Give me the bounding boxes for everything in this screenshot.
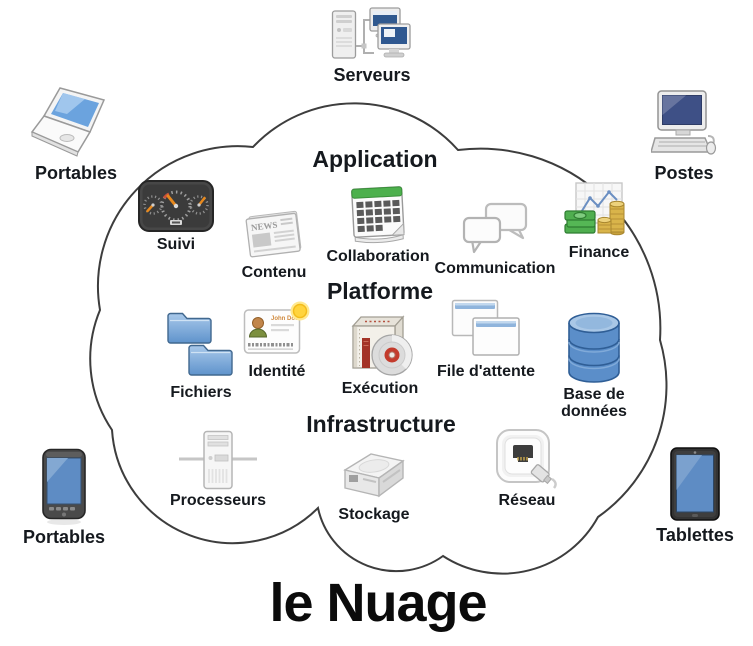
service-label: Finance	[568, 244, 630, 261]
smartphone-icon	[42, 448, 86, 525]
service-label: Stockage	[338, 506, 410, 523]
storage-drive-icon	[343, 453, 405, 498]
service-fichiers: Fichiers	[141, 310, 261, 401]
server-group-icon	[331, 7, 411, 59]
newspaper-icon: NEWS	[245, 210, 302, 258]
id-card-name-text: John Doe	[271, 316, 299, 322]
service-stockage: Stockage	[314, 448, 434, 523]
service-label: Processeurs	[169, 492, 267, 509]
blue-folders-icon	[167, 312, 233, 376]
chat-bubbles-icon	[462, 202, 528, 254]
service-file-attente: File d'attente	[426, 299, 546, 380]
service-processeurs: Processeurs	[158, 430, 278, 509]
layer-header-platform: Platforme	[326, 278, 434, 304]
tablet-icon	[670, 447, 720, 521]
laptop-icon	[30, 87, 106, 157]
service-execution: Exécution	[320, 314, 440, 397]
diagram-title: le Nuage	[269, 573, 487, 633]
service-contenu: NEWS Contenu	[214, 206, 334, 281]
service-collaboration: Collaboration	[318, 184, 438, 265]
device-label: Portables	[22, 527, 106, 547]
service-label: Suivi	[156, 236, 196, 253]
service-label: Base de données	[561, 386, 627, 421]
service-label: Exécution	[341, 380, 419, 397]
database-cylinder-icon	[568, 312, 620, 383]
service-label: File d'attente	[436, 363, 536, 380]
service-label: Réseau	[498, 492, 556, 509]
service-communication: Communication	[430, 202, 560, 277]
device-label: Postes	[654, 163, 714, 183]
device-portables-laptop: Portables	[16, 86, 136, 183]
device-label: Portables	[34, 163, 118, 183]
desktop-computer-icon	[651, 90, 717, 155]
service-suivi: Suivi	[116, 178, 236, 253]
network-socket-plug-icon	[496, 429, 557, 489]
device-portables-smartphone: Portables	[4, 448, 124, 547]
device-label: Tablettes	[656, 525, 734, 545]
chart-money-coins-icon	[564, 182, 625, 236]
layer-header-application: Application	[312, 146, 438, 172]
service-label: Contenu	[241, 264, 307, 281]
device-tablettes: Tablettes	[635, 446, 753, 545]
server-tower-icon	[179, 430, 257, 490]
newspaper-masthead-text: NEWS	[250, 220, 278, 233]
id-card-icon: John Doe	[243, 301, 310, 354]
service-label: Identité	[248, 363, 306, 380]
gauge-dashboard-icon	[138, 180, 214, 232]
stacked-windows-icon	[451, 299, 520, 356]
service-label: Communication	[434, 260, 556, 277]
software-box-cd-icon	[351, 315, 413, 376]
device-serveurs: Serveurs	[312, 6, 432, 85]
service-finance: Finance	[539, 182, 659, 261]
service-identite: John Doe Identité	[217, 301, 337, 380]
service-base-de-donnees: Base de données	[534, 310, 654, 421]
device-label: Serveurs	[333, 65, 411, 85]
calendar-icon	[351, 186, 405, 244]
service-label: Fichiers	[170, 384, 232, 401]
service-reseau: Réseau	[467, 428, 587, 509]
layer-header-infrastructure: Infrastructure	[306, 411, 456, 437]
service-label: Collaboration	[326, 248, 430, 265]
device-postes: Postes	[624, 90, 744, 183]
